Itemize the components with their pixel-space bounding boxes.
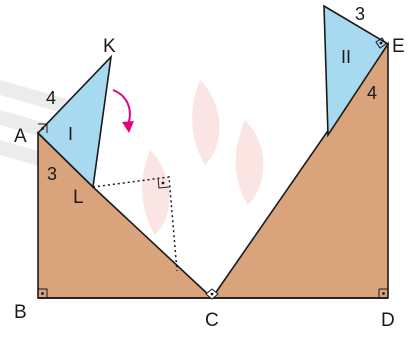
point-label-B: B: [14, 302, 27, 323]
point-label-D: D: [381, 310, 395, 331]
point-label-C: C: [205, 310, 219, 331]
dotted-helper-lines: [92, 176, 178, 272]
right-angle-mark-icon: [38, 123, 48, 133]
length-AL: 3: [47, 164, 57, 184]
right-angle-mark-icon: [38, 288, 48, 298]
watermark-logo: [0, 80, 264, 235]
right-angle-mark-icon: [205, 288, 219, 300]
length-AK: 4: [46, 88, 56, 108]
point-label-L: L: [73, 187, 84, 208]
curved-arrow-icon: [112, 89, 134, 133]
right-angle-mark-icon: [378, 288, 389, 299]
triangle-label-I: I: [68, 124, 73, 144]
point-label-E: E: [392, 36, 405, 57]
right-angle-mark-icon: [375, 37, 387, 49]
length-top-right: 3: [355, 4, 365, 24]
triangle-I: [36, 54, 113, 189]
triangle-label-II: II: [341, 47, 351, 67]
right-angle-mark-icon: [157, 177, 170, 189]
triangle-II: [323, 4, 390, 138]
length-right-side: 4: [367, 83, 377, 103]
point-label-K: K: [103, 36, 116, 57]
point-label-A: A: [14, 126, 27, 147]
